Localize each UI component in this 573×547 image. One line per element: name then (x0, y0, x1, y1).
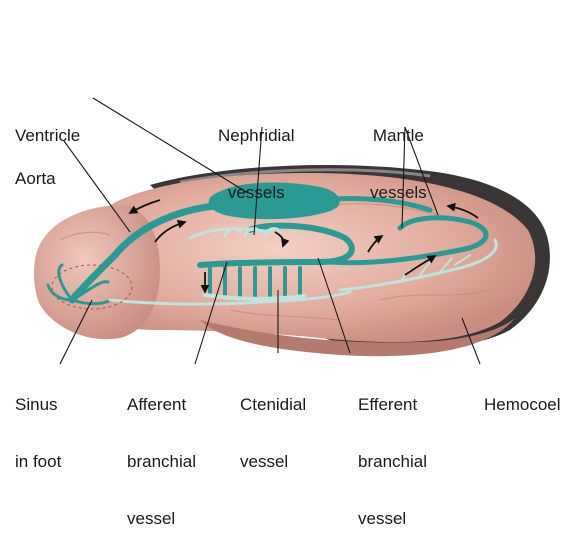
label-mantle-line1: Mantle (370, 126, 427, 145)
label-ctenidial-line2: vessel (240, 452, 306, 471)
label-sinus-line2: in foot (15, 452, 61, 471)
label-aorta-text: Aorta (15, 169, 56, 188)
label-efferent-line1: Efferent (358, 395, 427, 414)
label-nephridial-line1: Nephridial (218, 126, 295, 145)
label-ctenidial-vessel: Ctenidial vessel (240, 357, 306, 490)
label-mantle-line2: vessels (370, 183, 427, 202)
label-afferent-line2: branchial (127, 452, 196, 471)
label-efferent-branchial-vessel: Efferent branchial vessel (358, 357, 427, 547)
label-hemocoel-text: Hemocoel (484, 395, 561, 414)
label-afferent-branchial-vessel: Afferent branchial vessel (127, 357, 196, 547)
label-efferent-line2: branchial (358, 452, 427, 471)
label-efferent-line3: vessel (358, 509, 427, 528)
label-nephridial-line2: vessels (218, 183, 295, 202)
label-sinus-line1: Sinus (15, 395, 61, 414)
label-afferent-line3: vessel (127, 509, 196, 528)
label-aorta: Aorta (15, 131, 56, 207)
label-nephridial-vessels: Nephridial vessels (218, 88, 295, 221)
label-sinus-in-foot: Sinus in foot (15, 357, 61, 490)
label-mantle-vessels: Mantle vessels (370, 88, 427, 221)
label-afferent-line1: Afferent (127, 395, 196, 414)
label-ctenidial-line1: Ctenidial (240, 395, 306, 414)
